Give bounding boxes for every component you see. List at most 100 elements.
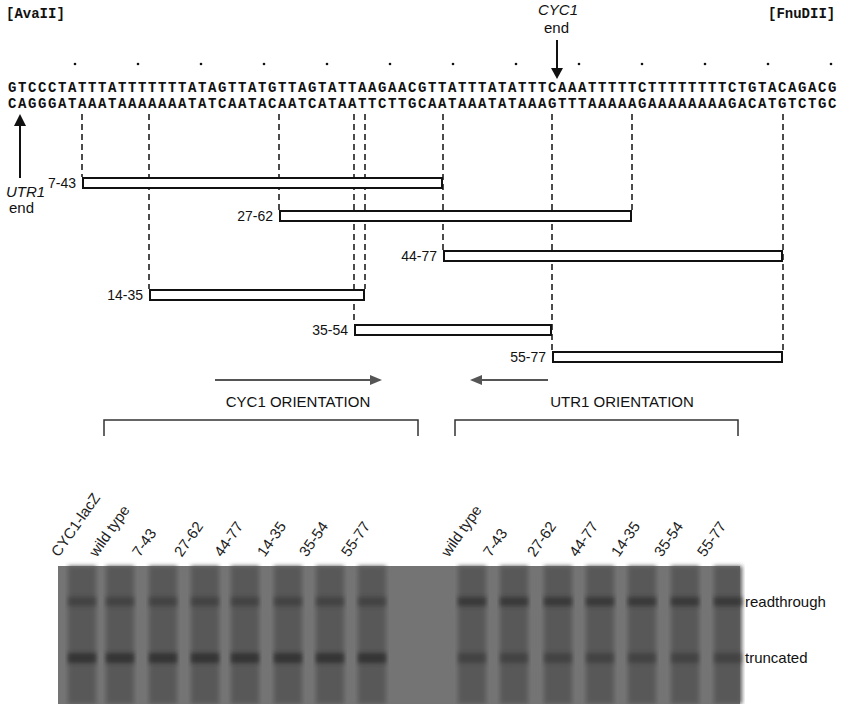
gel-lane	[586, 566, 614, 704]
lane-label: 7-43	[128, 525, 160, 560]
lane-label: 35-54	[650, 518, 687, 560]
scale-dot	[515, 63, 518, 66]
lane-label: 44-77	[210, 518, 247, 560]
end-label: end	[544, 20, 569, 36]
gel-band	[671, 597, 699, 606]
lane-label: 55-77	[337, 518, 374, 560]
scale-dot	[326, 63, 329, 66]
scale-dot	[452, 63, 455, 66]
deletion-bar	[354, 324, 552, 336]
orientation-label: UTR1 ORIENTATION	[550, 394, 694, 410]
deletion-bar	[82, 177, 443, 189]
lane-label: wild type	[437, 502, 485, 560]
lane-label: 27-62	[523, 518, 560, 560]
scale-dot	[263, 63, 266, 66]
gel-band	[68, 653, 96, 663]
end-arrow	[19, 124, 21, 178]
deletion-bar	[443, 250, 783, 262]
scale-dot	[704, 63, 707, 66]
gel-band	[274, 597, 302, 606]
band-label: readthrough	[745, 594, 826, 610]
gel-band	[274, 653, 302, 663]
lane-label: 14-35	[607, 518, 644, 560]
orientation-arrow	[480, 379, 548, 381]
gel-lane	[671, 566, 699, 704]
dna-sequence: CAGGGATAAATAAAAAAATATCAATACAATCATAATTCTT…	[8, 96, 838, 112]
gel-lane	[106, 566, 134, 704]
scale-dot	[389, 63, 392, 66]
deletion-endpoint-line	[782, 114, 784, 351]
gel-band	[500, 597, 528, 606]
deletion-construct: 27-62	[279, 210, 632, 222]
orientation-label: CYC1 ORIENTATION	[226, 394, 370, 410]
end-label: end	[9, 200, 34, 216]
gel-lane	[316, 566, 344, 704]
scale-dot	[74, 63, 77, 66]
gel-band	[316, 653, 344, 663]
deletion-label: 7-43	[48, 175, 76, 191]
arrow-head	[14, 114, 26, 126]
deletion-endpoint-line	[551, 114, 553, 351]
deletion-endpoint-line	[278, 114, 280, 210]
gene-name: CYC1	[538, 2, 578, 18]
gel-band	[106, 597, 134, 606]
deletion-endpoint-line	[148, 114, 150, 289]
deletion-bar	[279, 210, 632, 222]
lane-bracket	[104, 420, 418, 436]
deletion-label: 27-62	[237, 208, 273, 224]
scale-dot	[830, 63, 833, 66]
gel-band	[671, 653, 699, 663]
deletion-endpoint-line	[631, 114, 633, 210]
arrow-head	[470, 375, 482, 385]
gel-band	[231, 597, 259, 606]
deletion-construct: 55-77	[552, 351, 783, 363]
gel-band	[149, 653, 177, 663]
gel-lane	[231, 566, 259, 704]
gene-name: UTR1	[6, 184, 45, 200]
scale-dot	[578, 63, 581, 66]
gel-image	[58, 566, 740, 704]
gel-lane	[149, 566, 177, 704]
lane-label: 27-62	[170, 518, 207, 560]
gel-band	[316, 597, 344, 606]
deletion-label: 55-77	[510, 349, 546, 365]
gel-lane	[358, 566, 386, 704]
gel-lane	[458, 566, 486, 704]
gel-lane	[628, 566, 656, 704]
gel-band	[628, 653, 656, 663]
deletion-construct: 14-35	[149, 289, 365, 301]
gel-band	[358, 653, 386, 663]
scale-dot	[200, 63, 203, 66]
gel-band	[106, 653, 134, 663]
gel-lane	[274, 566, 302, 704]
gel-band	[149, 597, 177, 606]
gel-lane	[68, 566, 96, 704]
restriction-site: [AvaII]	[6, 6, 65, 22]
restriction-site: [FnuDII]	[768, 6, 835, 22]
lane-label: 44-77	[565, 518, 602, 560]
lane-label: 7-43	[479, 525, 511, 560]
gel-lane	[714, 566, 742, 704]
gel-lane	[191, 566, 219, 704]
gel-band	[544, 597, 572, 606]
gel-band	[358, 597, 386, 606]
gel-band	[458, 653, 486, 663]
deletion-construct: 44-77	[443, 250, 783, 262]
orientation-arrow	[215, 379, 372, 381]
deletion-bar	[552, 351, 783, 363]
lane-label: 14-35	[253, 518, 290, 560]
end-arrow	[556, 40, 558, 70]
gel-band	[714, 653, 742, 663]
scale-dot	[137, 63, 140, 66]
gel-band	[586, 597, 614, 606]
deletion-label: 44-77	[401, 248, 437, 264]
scale-dot	[641, 63, 644, 66]
gel-band	[500, 653, 528, 663]
deletion-label: 14-35	[107, 287, 143, 303]
gel-band	[714, 597, 742, 606]
gel-lane	[500, 566, 528, 704]
lane-label: 35-54	[295, 518, 332, 560]
deletion-endpoint-line	[81, 114, 83, 177]
deletion-endpoint-line	[364, 114, 366, 289]
gel-lane	[544, 566, 572, 704]
